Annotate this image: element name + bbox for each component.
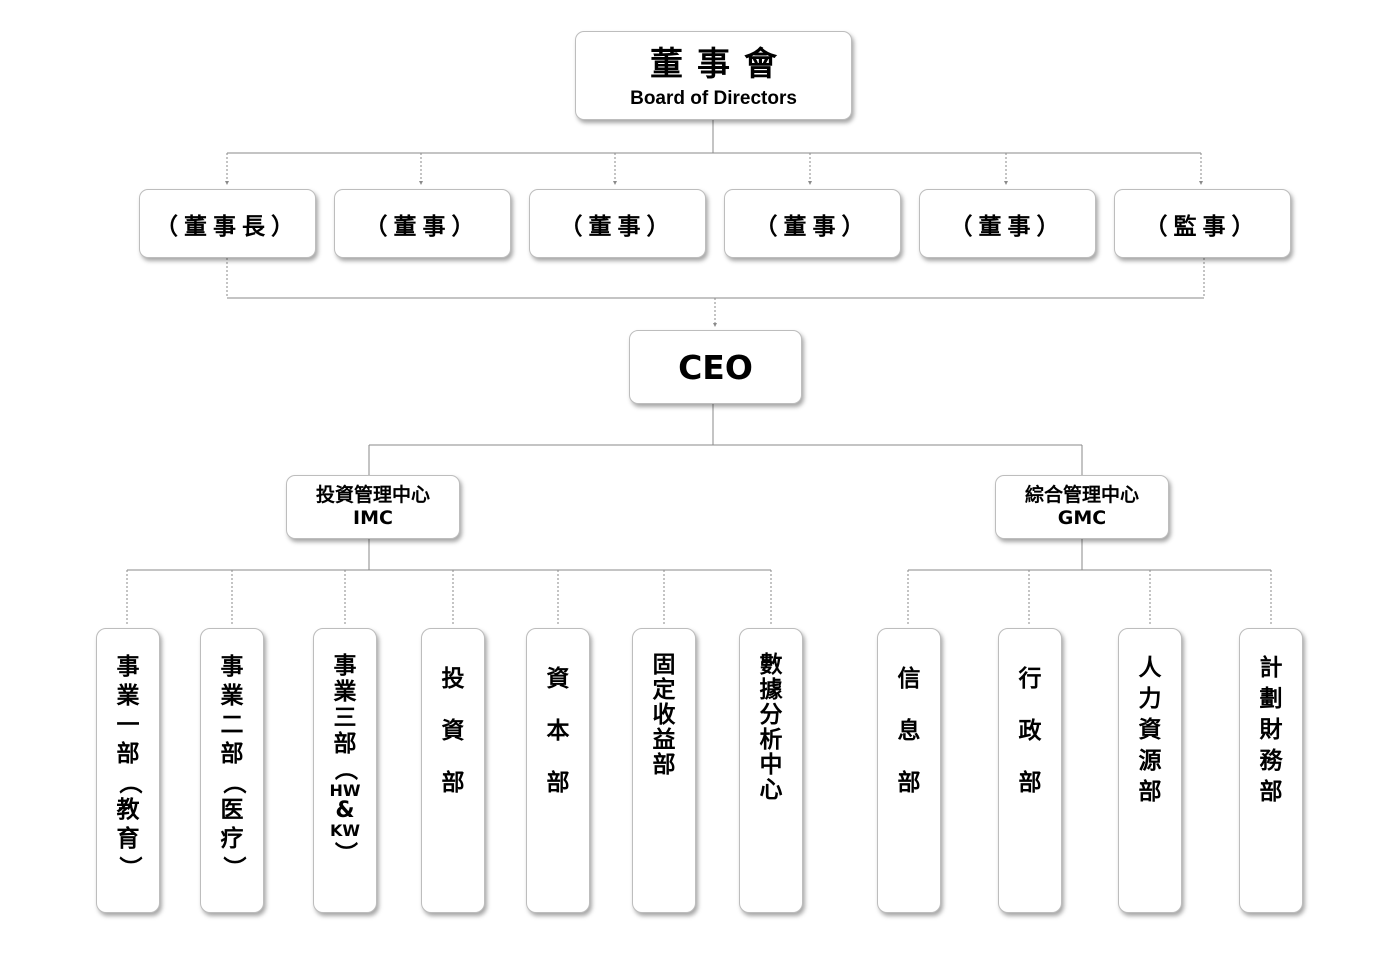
- department-box: 事業三部（HW&KW）: [313, 628, 377, 913]
- board-title-cn: 董事會: [650, 44, 791, 83]
- department-label: 事業二部（医疗）: [220, 654, 247, 879]
- department-label: 事業三部（HW&KW）: [329, 653, 361, 865]
- department-label: 固定收益部: [652, 652, 676, 778]
- center-box-gmc: 綜合管理中心 GMC: [995, 475, 1169, 539]
- center-name-en: IMC: [353, 507, 393, 529]
- center-box-imc: 投資管理中心 IMC: [286, 475, 460, 539]
- department-box: 資本部: [526, 628, 590, 913]
- center-name-en: GMC: [1057, 507, 1107, 529]
- member-box-director: （董事）: [529, 189, 706, 258]
- department-label: 數據分析中心: [759, 652, 783, 803]
- department-box: 數據分析中心: [739, 628, 803, 913]
- member-box-supervisor: （監事）: [1114, 189, 1291, 258]
- department-box: 固定收益部: [632, 628, 696, 913]
- department-label: 行政部: [1018, 666, 1042, 796]
- department-box: 計劃財務部: [1239, 628, 1303, 913]
- department-box: 信息部: [877, 628, 941, 913]
- member-box-director: （董事）: [334, 189, 511, 258]
- department-label: 人力資源部: [1138, 655, 1162, 805]
- center-name-cn: 綜合管理中心: [1024, 484, 1139, 506]
- department-box: 人力資源部: [1118, 628, 1182, 913]
- ceo-box: CEO: [629, 330, 802, 404]
- board-of-directors-box: 董事會 Board of Directors: [575, 31, 852, 120]
- department-label: 計劃財務部: [1259, 655, 1283, 805]
- department-box: 行政部: [998, 628, 1062, 913]
- department-box: 事業一部（教育）: [96, 628, 160, 913]
- board-title-en: Board of Directors: [630, 88, 797, 109]
- center-name-cn: 投資管理中心: [315, 484, 430, 506]
- department-label: 投資部: [441, 666, 465, 796]
- department-label: 資本部: [546, 666, 570, 796]
- member-box-chairman: （董事長）: [139, 189, 316, 258]
- member-box-director: （董事）: [724, 189, 901, 258]
- department-label: 事業一部（教育）: [116, 654, 143, 879]
- department-box: 事業二部（医疗）: [200, 628, 264, 913]
- department-label: 信息部: [897, 666, 921, 796]
- member-box-director: （董事）: [919, 189, 1096, 258]
- department-box: 投資部: [421, 628, 485, 913]
